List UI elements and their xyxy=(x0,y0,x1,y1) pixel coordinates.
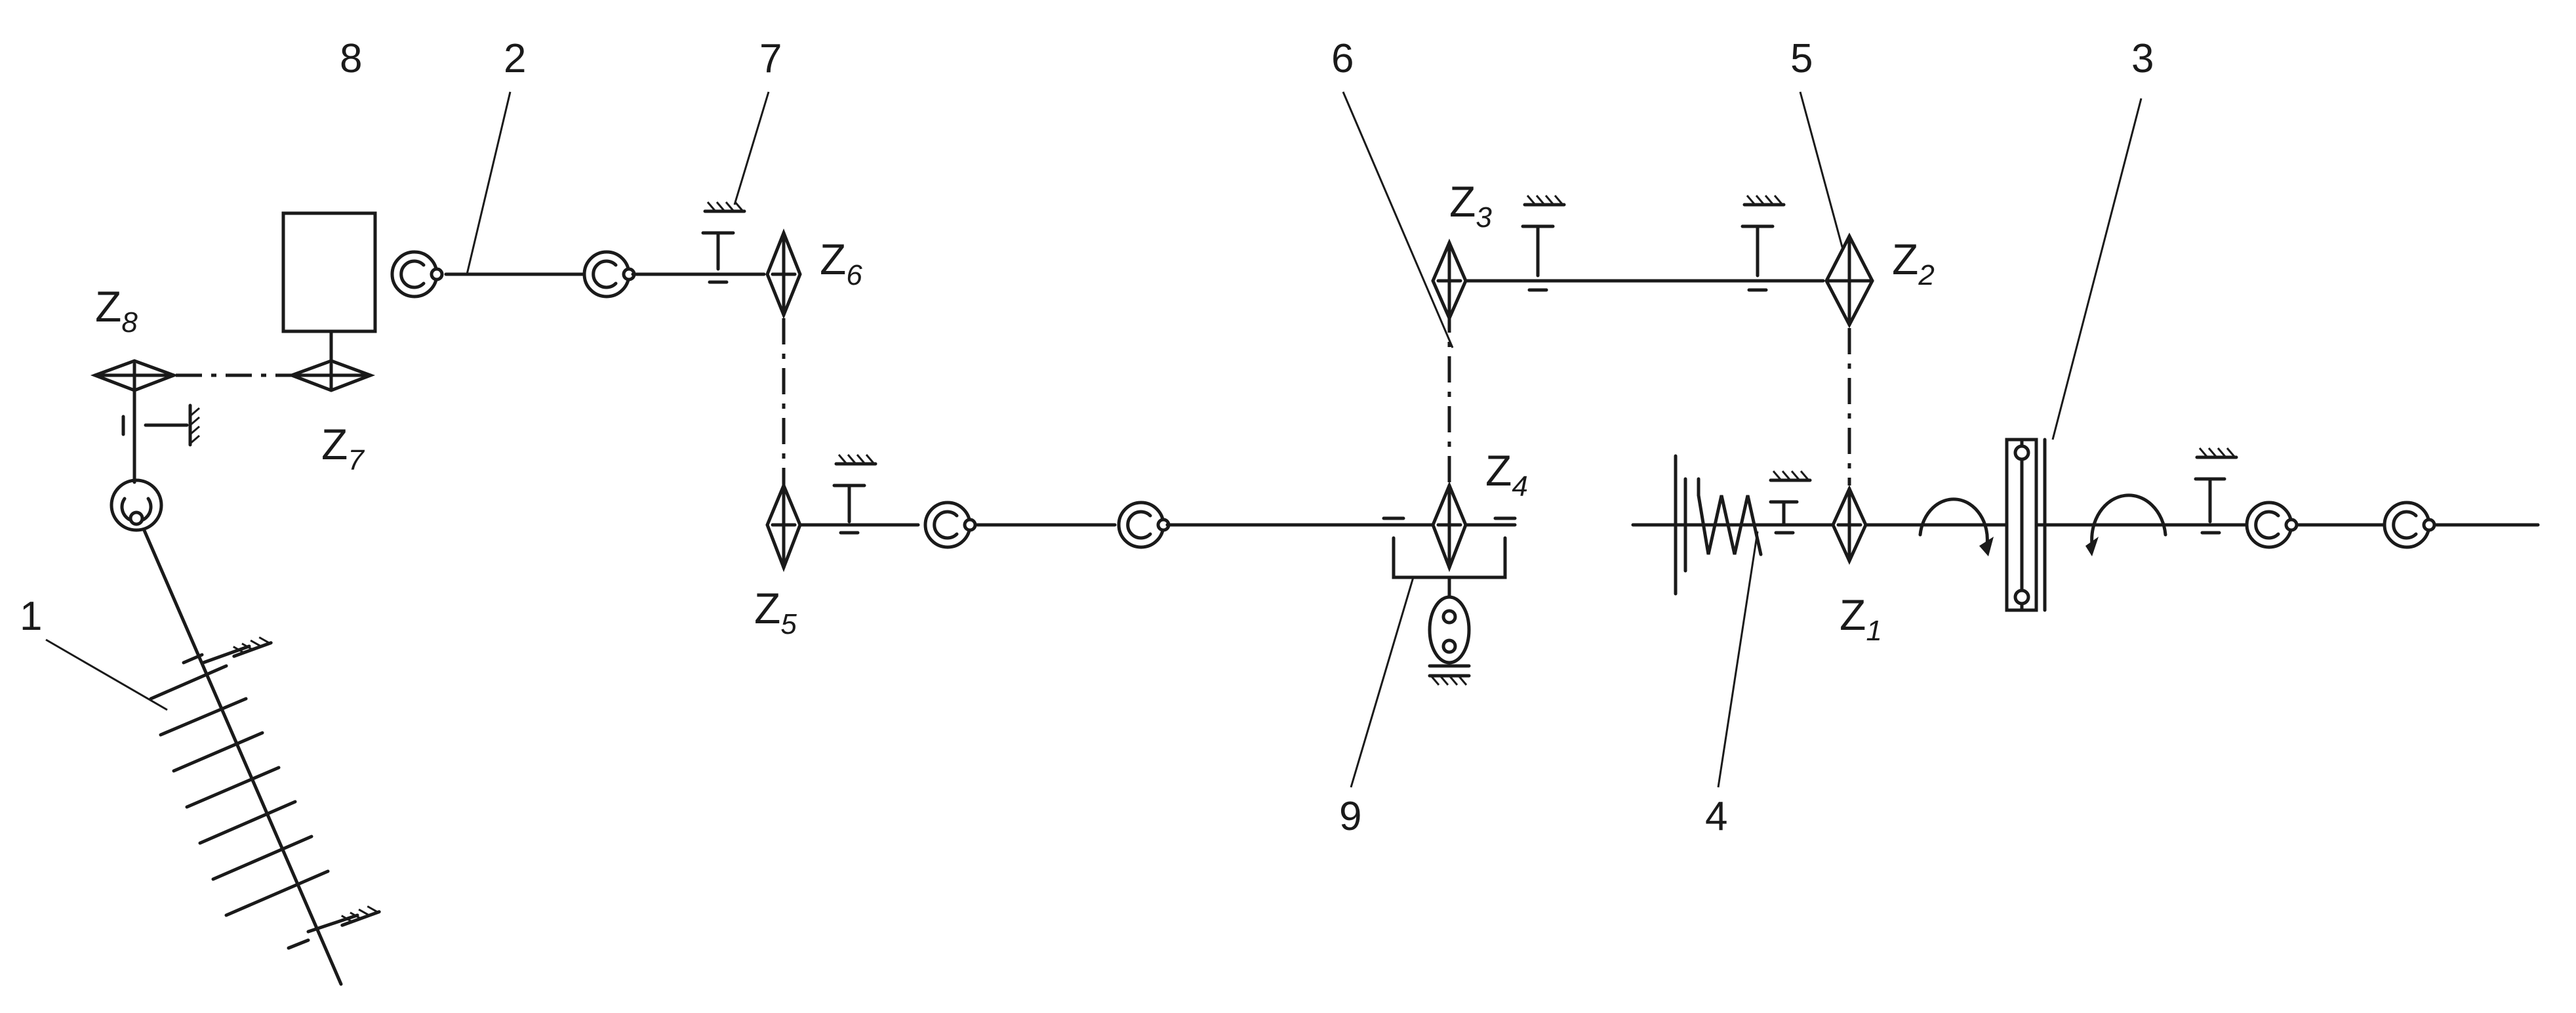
label-z5: Z5 xyxy=(754,584,797,640)
label-part-2: 2 xyxy=(504,36,526,81)
label-z8: Z8 xyxy=(95,282,138,339)
motor-box-8 xyxy=(281,211,377,333)
gear-z5 xyxy=(765,481,802,572)
label-part-4: 4 xyxy=(1705,794,1727,839)
gear-z6 xyxy=(765,228,802,320)
bearing-lower xyxy=(287,903,379,950)
brush-bristles xyxy=(149,664,330,917)
label-part-8: 8 xyxy=(340,36,362,81)
lower-shaft xyxy=(798,455,1517,547)
leader-lines xyxy=(45,91,2143,788)
label-part-6: 6 xyxy=(1331,36,1354,81)
label-z4: Z4 xyxy=(1485,446,1528,503)
label-z2: Z2 xyxy=(1892,235,1935,291)
upper-shaft xyxy=(1464,196,1825,292)
label-z3: Z3 xyxy=(1449,177,1492,234)
gear-z7 xyxy=(287,359,376,392)
output-shaft xyxy=(2194,448,2434,547)
clutch-4 xyxy=(1674,454,1810,596)
gear-z2 xyxy=(1824,232,1874,329)
shaft-2 xyxy=(392,202,766,297)
gear-z4 xyxy=(1431,481,1468,572)
label-part-9: 9 xyxy=(1339,794,1361,839)
cardan-joint-1 xyxy=(110,478,163,532)
label-z7: Z7 xyxy=(321,420,365,476)
gear-z3 xyxy=(1431,238,1468,323)
disc-3 xyxy=(2005,438,2047,612)
label-part-3: 3 xyxy=(2131,36,2154,81)
gear-z8 xyxy=(90,359,179,392)
rotation-arrow-right xyxy=(2085,493,2167,556)
tensioner-9 xyxy=(1382,516,1517,685)
inclined-shaft xyxy=(137,516,343,986)
label-z6: Z6 xyxy=(820,235,862,291)
label-part-1: 1 xyxy=(20,594,42,639)
rotation-arrow-left xyxy=(1918,497,1994,556)
bearing-upper xyxy=(182,634,271,665)
label-part-5: 5 xyxy=(1790,36,1813,81)
gear-z1 xyxy=(1831,484,1868,566)
brush-shaft-assembly xyxy=(110,388,379,986)
label-z1: Z1 xyxy=(1840,590,1882,647)
label-part-7: 7 xyxy=(759,36,782,81)
